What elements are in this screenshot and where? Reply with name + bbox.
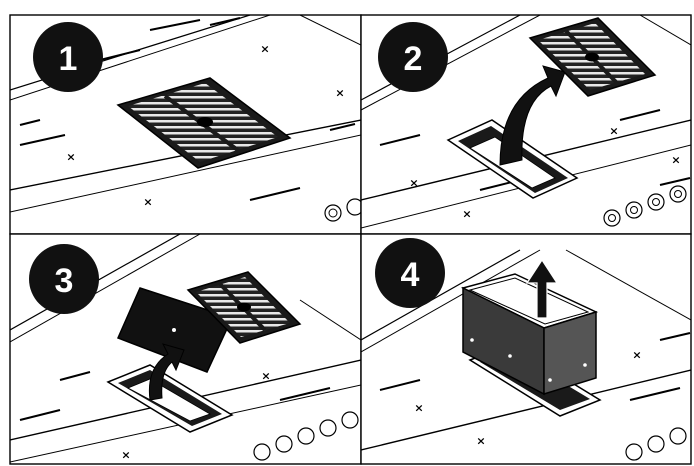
- cooktop-zone-mark: ×: [671, 154, 680, 167]
- cooktop-zone-mark: ×: [143, 196, 152, 209]
- cooktop-zone-mark: ×: [609, 125, 618, 138]
- cooktop-zone-mark: ×: [260, 43, 269, 56]
- filter-cover-knob: [172, 328, 176, 332]
- step-number-4: 4: [401, 256, 420, 294]
- cooktop-zone-mark: ×: [261, 370, 270, 383]
- cooktop-zone-mark: ×: [121, 449, 130, 462]
- step-number-3: 3: [55, 262, 74, 300]
- cooktop-zone-mark: ×: [632, 349, 641, 362]
- cooktop-zone-mark: ×: [409, 177, 418, 190]
- cooktop-zone-mark: ×: [462, 208, 471, 221]
- cooktop-zone-mark: ×: [335, 87, 344, 100]
- cooktop-zone-mark: ×: [66, 151, 75, 164]
- cooktop-zone-mark: ×: [414, 402, 423, 415]
- step-number-1: 1: [59, 40, 78, 78]
- step-number-2: 2: [404, 40, 423, 78]
- cooktop-zone-mark: ×: [476, 435, 485, 448]
